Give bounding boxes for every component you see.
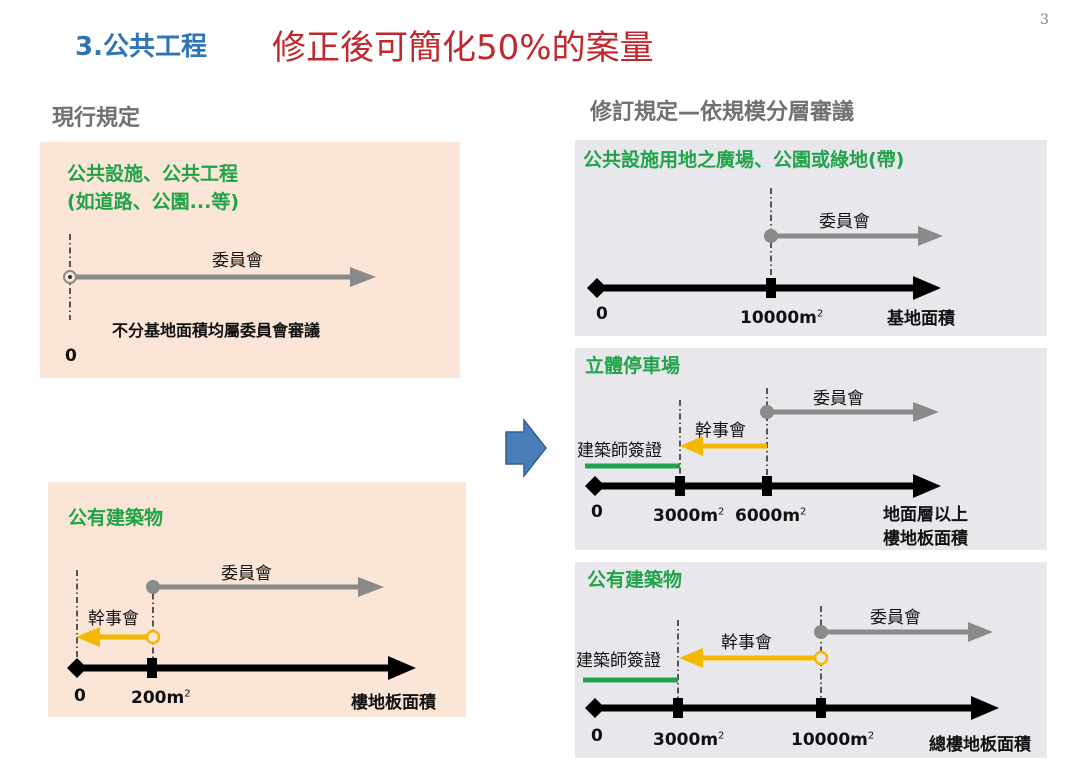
committee-start-dot [146, 580, 160, 594]
t2-label: 10000m2 [791, 730, 875, 750]
committee-label: 委員會 [212, 251, 263, 271]
page-number: 3 [1040, 12, 1049, 28]
t1-tick [673, 698, 683, 718]
zero-label: 0 [74, 686, 86, 706]
threshold-label: 10000m2 [740, 308, 824, 328]
officers-label: 幹事會 [721, 633, 772, 653]
officers-label: 幹事會 [88, 609, 139, 629]
committee-arrow-head [913, 402, 939, 422]
axis-arrow-head [913, 474, 941, 498]
t1-label: 3000m2 [653, 730, 725, 750]
committee-start-dot [764, 229, 778, 243]
panel-title: 公有建築物 [587, 569, 683, 591]
committee-label: 委員會 [813, 389, 864, 409]
axis-arrow-head [913, 276, 941, 300]
committee-timeline-diagram [63, 234, 376, 320]
committee-label: 委員會 [870, 608, 921, 628]
threshold-tick [147, 658, 157, 678]
section-title: 3.公共工程 [75, 32, 207, 62]
officers-arrow-head [679, 648, 703, 668]
public-building-timeline-diagram [67, 570, 416, 680]
zero-label: 0 [591, 502, 603, 522]
axis-label: 樓地板面積 [351, 693, 436, 713]
axis-origin-diamond [585, 698, 605, 718]
note-label: 不分基地面積均屬委員會審議 [112, 321, 321, 340]
public-building-timeline-diagram [583, 606, 999, 720]
current-public-works-panel: 公共設施、公共工程 (如道路、公園...等) 委員會 不分基地面積均屬委員會審議… [40, 142, 460, 378]
panel-title-line2: (如道路、公園...等) [67, 191, 240, 213]
committee-start-dot [760, 405, 774, 419]
revised-park-panel: 公共設施用地之廣場、公園或綠地(帶) 委員會 0 10000m2 基地面積 [575, 140, 1047, 336]
right-heading: 修訂規定—依規模分層審議 [590, 100, 855, 125]
officers-arrow-head [680, 436, 703, 456]
officers-start-ring [813, 650, 829, 666]
parking-timeline-diagram [585, 388, 941, 498]
revised-public-building-panel: 公有建築物 委員會 幹事會 建築師簽證 0 3000m2 10000m2 總樓地… [575, 562, 1047, 758]
zero-label: 0 [65, 346, 77, 366]
axis-arrow-head [388, 656, 416, 680]
t1-label: 3000m2 [653, 506, 725, 526]
current-public-building-panel: 公有建築物 委員會 幹事會 0 200m2 樓地板面積 [48, 482, 466, 717]
committee-start-dot [814, 625, 828, 639]
t2-label: 6000m2 [735, 506, 807, 526]
committee-arrow-head [968, 622, 993, 642]
committee-arrow-head [918, 226, 943, 246]
left-heading: 現行規定 [52, 106, 141, 131]
panel-title: 立體停車場 [585, 355, 681, 377]
axis-label: 總樓地板面積 [929, 735, 1031, 755]
zero-label: 0 [591, 726, 603, 746]
axis-origin-diamond [585, 476, 605, 496]
axis-arrow-head [971, 696, 999, 720]
t2-tick [816, 698, 826, 718]
officers-label: 幹事會 [695, 421, 746, 441]
committee-label: 委員會 [221, 564, 272, 584]
axis-label-line1: 地面層以上 [883, 505, 968, 525]
panel-title: 公有建築物 [68, 507, 164, 529]
threshold-label: 200m2 [131, 688, 191, 708]
axis-label-line2: 樓地板面積 [883, 529, 968, 549]
main-title: 修正後可簡化50%的案量 [272, 28, 654, 68]
t2-tick [762, 476, 772, 496]
panel-title-line1: 公共設施、公共工程 [67, 163, 239, 185]
committee-arrow-head [350, 267, 376, 287]
committee-label: 委員會 [819, 212, 870, 232]
committee-arrow-head [358, 577, 384, 597]
revised-parking-panel: 立體停車場 委員會 幹事會 建築師簽證 0 3000m2 6000m2 地面層以… [575, 348, 1047, 550]
start-marker-dot [68, 275, 72, 279]
architect-label: 建築師簽證 [577, 441, 662, 461]
axis-label: 基地面積 [887, 309, 955, 329]
officers-arrow-head [76, 627, 100, 647]
t1-tick [675, 476, 685, 496]
panel-title: 公共設施用地之廣場、公園或綠地(帶) [583, 149, 905, 171]
zero-label: 0 [596, 304, 608, 324]
park-timeline-diagram [587, 188, 943, 300]
threshold-tick [766, 278, 776, 298]
axis-origin-diamond [587, 278, 607, 298]
officers-start-ring [145, 629, 161, 645]
axis-origin-diamond [67, 658, 87, 678]
transition-arrow-icon [505, 417, 547, 479]
architect-label: 建築師簽證 [576, 651, 661, 671]
